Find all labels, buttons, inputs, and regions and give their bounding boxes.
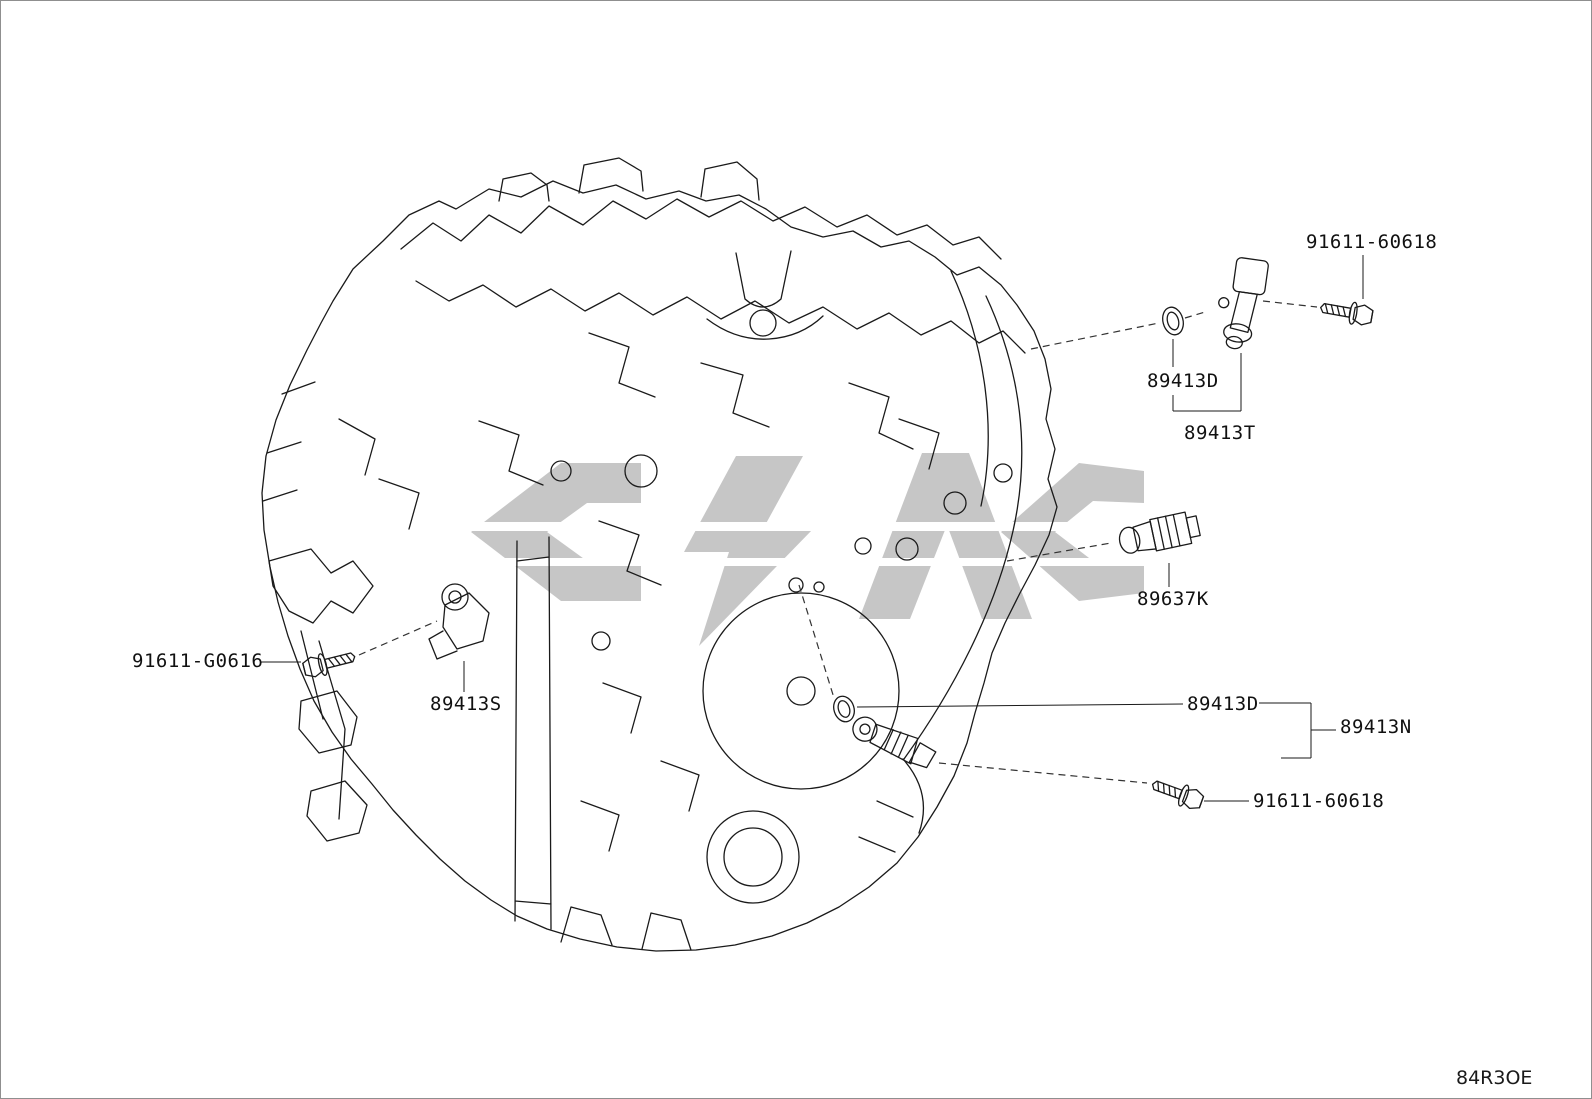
- sensor-89637k-drawing: [1118, 511, 1201, 554]
- part-number-91611-60618-top: 91611-60618: [1306, 231, 1438, 253]
- watermark-logo: [441, 453, 1151, 646]
- bolt-icon-top-right: [1318, 296, 1375, 329]
- transaxle-line-art: [261, 157, 1058, 952]
- part-number-89413n: 89413N: [1340, 716, 1412, 738]
- part-number-89413s: 89413S: [430, 693, 502, 715]
- part-number-91611-60618-bottom: 91611-60618: [1253, 790, 1385, 812]
- bolt-icon-bottom-right: [1148, 773, 1206, 814]
- oring-icon-top: [1162, 306, 1184, 336]
- part-number-89413d-bottom: 89413D: [1187, 693, 1259, 715]
- part-number-89637k: 89637K: [1137, 588, 1209, 610]
- sensor-89413s-drawing: [428, 583, 490, 660]
- diagram-code: 84R3OE: [1456, 1067, 1533, 1089]
- part-number-89413t: 89413T: [1184, 422, 1256, 444]
- label-leader-lines: [261, 255, 1364, 802]
- sensor-89413n-drawing: [852, 716, 937, 769]
- part-number-91611-g0616: 91611-G0616: [132, 650, 264, 672]
- sensor-89413t-drawing: [1218, 257, 1269, 350]
- oring-icon-bottom: [833, 695, 855, 723]
- part-number-89413d-top: 89413D: [1147, 370, 1219, 392]
- dashed-leader-lines: [358, 300, 1318, 784]
